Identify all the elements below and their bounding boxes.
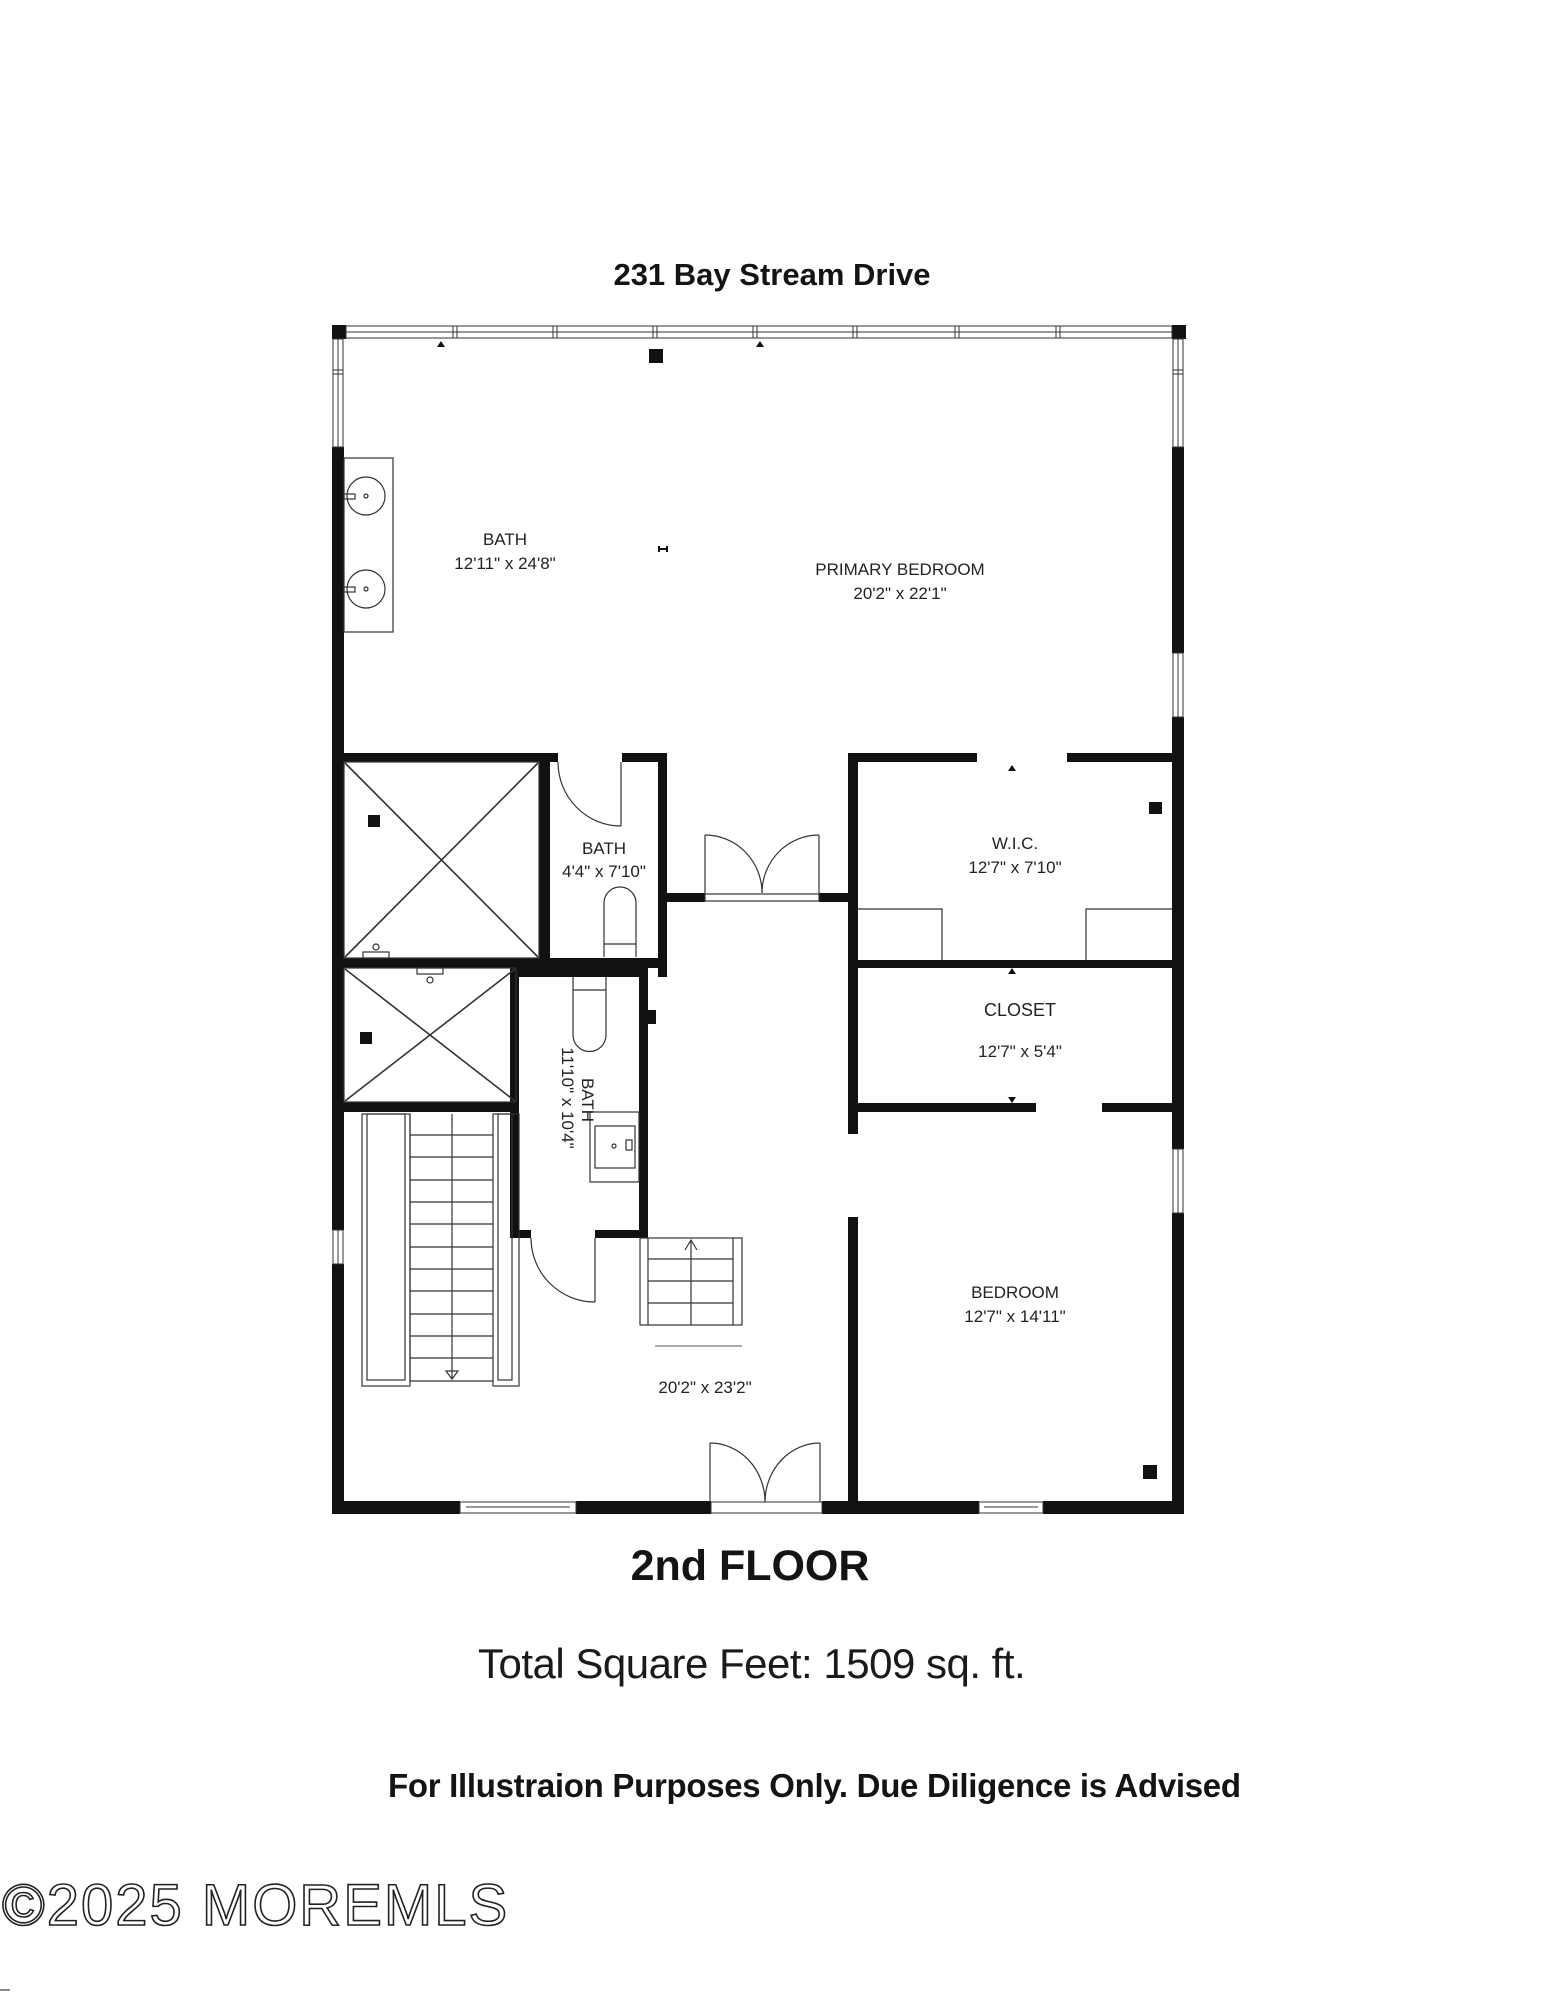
room-name-bedroom: BEDROOM (971, 1283, 1059, 1302)
windows (332, 325, 1184, 1514)
room-name-primary-bedroom: PRIMARY BEDROOM (815, 560, 984, 579)
square-marker (649, 349, 663, 363)
room-name-bath-hall: BATH (578, 1078, 597, 1122)
exterior-walls (332, 325, 1186, 1514)
plan-title: 231 Bay Stream Drive (613, 257, 931, 292)
room-name-wic: W.I.C. (992, 834, 1038, 853)
room-name-bath-small: BATH (582, 839, 626, 858)
sink-icon (346, 569, 386, 609)
floor-label: 2nd FLOOR (630, 1542, 870, 1590)
room-name-closet: CLOSET (984, 1000, 1056, 1020)
fixtures (343, 457, 1172, 1503)
room-dims-bath-small: 4'4" x 7'10" (562, 862, 646, 881)
room-dims-primary-bedroom: 20'2" x 22'1" (853, 584, 946, 603)
room-dims-bath-hall: 11'10" x 10'4" (558, 1047, 577, 1148)
edge-mark (0, 1989, 10, 1991)
sink-icon (346, 476, 386, 516)
room-dims-closet: 12'7" x 5'4" (978, 1042, 1062, 1061)
room-dims-bedroom: 12'7" x 14'11" (964, 1307, 1065, 1326)
room-dims-bath-primary: 12'11" x 24'8" (454, 554, 555, 573)
room-dims-wic: 12'7" x 7'10" (968, 858, 1061, 877)
disclaimer: For Illustraion Purposes Only. Due Dilig… (388, 1767, 1241, 1804)
total-square-feet: Total Square Feet: 1509 sq. ft. (478, 1640, 1026, 1687)
room-labels: BATH 12'11" x 24'8" PRIMARY BEDROOM 20'2… (454, 530, 1065, 1397)
vanity (343, 457, 394, 633)
room-name-bath-primary: BATH (483, 530, 527, 549)
room-dims-hall: 20'2" x 23'2" (658, 1378, 751, 1397)
interior-walls (344, 753, 1172, 1514)
copyright-watermark: ©2025 MOREMLS (1, 1872, 510, 1939)
markers (360, 341, 1162, 1479)
